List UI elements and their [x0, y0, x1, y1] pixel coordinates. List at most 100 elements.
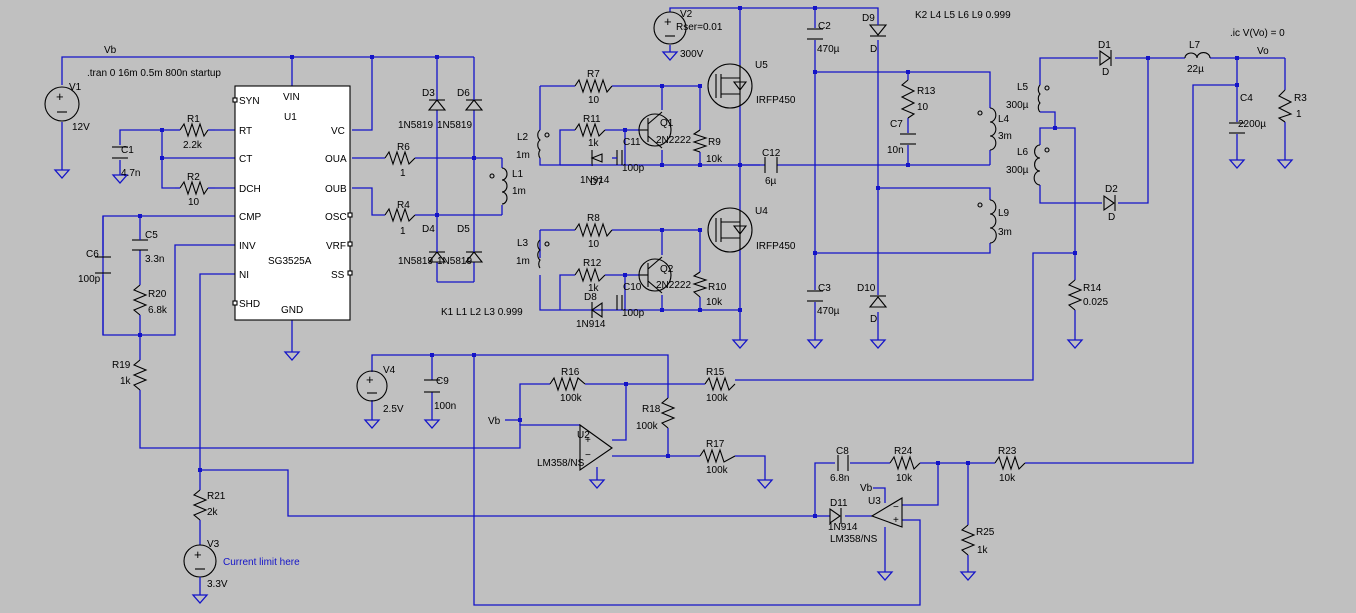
c7-symbol	[900, 133, 916, 145]
u1-ref: U1	[284, 112, 297, 123]
c11-symbol	[612, 150, 623, 165]
components-d9-value-label: D	[870, 44, 877, 55]
components-d2-name-label: D2	[1105, 184, 1118, 195]
r11-symbol	[574, 122, 606, 138]
u3-symbol: −+	[870, 497, 903, 528]
components-r16-name-label: R16	[561, 367, 580, 378]
inductors	[489, 52, 1211, 269]
components-q2-value-label: 2N2222	[656, 280, 691, 291]
tran-directive: .tran 0 16m 0.5m 800n startup	[87, 68, 221, 79]
l5-symbol	[1037, 84, 1041, 113]
components-d8-name-label: D8	[584, 292, 597, 303]
components-d7-name-label: D7	[590, 177, 603, 188]
components-v4-value-label: 2.5V	[383, 404, 404, 415]
components-d4-value-label: 1N5819	[398, 256, 433, 267]
components-r24-name-label: R24	[894, 446, 913, 457]
opamps: +− −+	[579, 423, 903, 528]
r9-symbol	[692, 129, 708, 153]
d4-symbol	[427, 245, 447, 263]
components-q2-name-label: Q2	[660, 264, 674, 275]
d3-symbol	[427, 92, 447, 111]
components-r1-value-label: 2.2k	[183, 140, 203, 151]
r18-symbol	[660, 397, 676, 429]
r17-symbol	[699, 448, 736, 464]
r19-symbol	[132, 359, 148, 391]
net-vb-u2: Vb	[488, 416, 501, 427]
u1-pins-inv-label: INV	[239, 241, 256, 252]
r20-symbol	[132, 284, 148, 316]
labels: .tran 0 16m 0.5m 800n startup K1 L1 L2 L…	[69, 9, 1307, 590]
q1-symbol	[638, 111, 672, 149]
l3-symbol	[537, 239, 541, 269]
components-r8-value-label: 10	[588, 239, 600, 250]
components-r3-value-label: 1	[1296, 109, 1302, 120]
components-r16-value-label: 100k	[560, 393, 583, 404]
components-r7-value-label: 10	[588, 95, 600, 106]
d7-symbol	[560, 150, 603, 166]
components-q1-value-label: 2N2222	[656, 135, 691, 146]
components-d10-value-label: D	[870, 314, 877, 325]
diodes	[427, 15, 1116, 525]
components-r23-value-label: 10k	[999, 473, 1016, 484]
components-r13-value-label: 10	[917, 102, 929, 113]
components-r4-name-label: R4	[397, 200, 410, 211]
components-d2-value-label: D	[1108, 212, 1115, 223]
u1-pins-syn-label: SYN	[239, 96, 260, 107]
components-l2-name-label: L2	[517, 132, 529, 143]
components-d5-value-label: 1N5819	[437, 256, 472, 267]
svg-text:+: +	[194, 547, 202, 562]
components-r3-name-label: R3	[1294, 93, 1307, 104]
components-r6-name-label: R6	[397, 142, 410, 153]
components-d11-name-label: D11	[830, 498, 848, 509]
components-r25-value-label: 1k	[977, 545, 989, 556]
components-c5-value-label: 3.3n	[145, 254, 164, 265]
d5-symbol	[464, 245, 484, 263]
components-d1-name-label: D1	[1098, 40, 1111, 51]
components-r13-name-label: R13	[917, 86, 936, 97]
current-limit-note: Current limit here	[223, 557, 300, 568]
c10-symbol	[616, 295, 623, 310]
net-vb-u3: Vb	[860, 483, 873, 494]
r25-symbol	[960, 524, 976, 556]
components-r14-name-label: R14	[1083, 283, 1102, 294]
components-l5-value-label: 300µ	[1006, 100, 1029, 111]
components-c11-value-label: 100p	[622, 163, 645, 174]
components-c5-name-label: C5	[145, 230, 158, 241]
components-c3-name-label: C3	[818, 283, 831, 294]
components-v2-name-label: V2	[680, 9, 693, 20]
u1-pins-ni-label: NI	[239, 270, 249, 281]
components-v2-value-label: 300V	[680, 49, 704, 60]
r4-symbol	[384, 207, 416, 223]
components-l3-value-label: 1m	[516, 256, 530, 267]
components-r15-value-label: 100k	[706, 393, 729, 404]
r1-symbol	[179, 122, 209, 138]
components-l2-value-label: 1m	[516, 150, 530, 161]
components-c6-name-label: C6	[86, 249, 99, 260]
components-r8-name-label: R8	[587, 213, 600, 224]
svg-text:+: +	[56, 89, 64, 104]
components-c6-value-label: 100p	[78, 274, 101, 285]
components-c3-value-label: 470µ	[817, 306, 840, 317]
l7-symbol	[1184, 52, 1211, 59]
u1-pins-oua-label: OUA	[325, 154, 347, 165]
components-d4-name-label: D4	[422, 224, 435, 235]
components-l4-name-label: L4	[998, 114, 1010, 125]
u1-sg3525a[interactable]	[232, 85, 353, 321]
components-c4-value-label: 2200µ	[1238, 119, 1266, 130]
c5-symbol	[132, 228, 148, 251]
u5-symbol	[707, 63, 753, 109]
u1-pins-ct-label: CT	[239, 154, 252, 165]
u1-pins-rt-label: RT	[239, 126, 252, 137]
u1-pins-ss-label: SS	[331, 270, 345, 281]
d6-symbol	[464, 92, 484, 111]
components-q1-name-label: Q1	[660, 118, 674, 129]
r15-symbol	[704, 376, 736, 392]
svg-text:−: −	[893, 502, 899, 513]
components-c8-name-label: C8	[836, 446, 849, 457]
c12-symbol	[764, 157, 778, 173]
resistors	[132, 78, 1293, 556]
svg-text:+: +	[366, 372, 374, 387]
u1-pins-oub-label: OUB	[325, 184, 347, 195]
